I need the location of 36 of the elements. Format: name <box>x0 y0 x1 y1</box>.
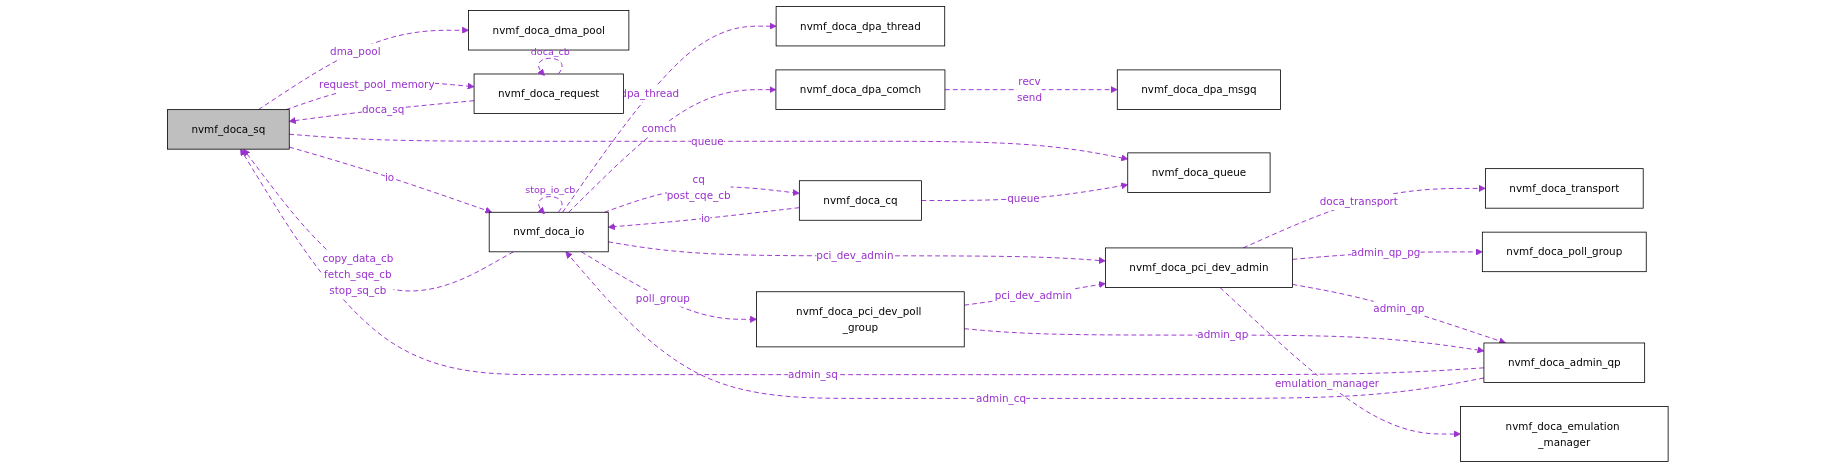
edge-label: admin_qp_pg <box>1350 246 1421 259</box>
edge-label: queue <box>690 135 724 148</box>
node-box: nvmf_doca_admin_qp <box>1483 342 1645 383</box>
edge-label: poll_group <box>635 292 690 305</box>
edge-label: pci_dev_admin <box>816 249 894 262</box>
node-box: nvmf_doca_dpa_thread <box>775 6 945 47</box>
edge-label: admin_qp <box>1197 328 1248 341</box>
edge-label: copy_data_cb fetch_sqe_cb stop_sq_cb <box>322 252 394 296</box>
edge-label: request_pool_memory <box>318 78 435 91</box>
node-box: nvmf_doca_poll_group <box>1481 231 1647 273</box>
node-box: nvmf_doca_pci_dev_admin <box>1104 247 1293 288</box>
node-box: nvmf_doca_cq <box>798 180 922 221</box>
edge-label: io <box>384 171 394 184</box>
node-box: nvmf_doca_dpa_msgq <box>1116 69 1281 110</box>
edge-label: admin_qp <box>1373 302 1424 315</box>
edge-label: doca_transport <box>1319 195 1398 208</box>
edge-label: dma_pool <box>329 45 381 58</box>
node-box: nvmf_doca_io <box>488 211 609 253</box>
edge-label: pci_dev_admin <box>994 289 1072 302</box>
node-box: nvmf_doca_sq <box>166 109 290 150</box>
node-box: nvmf_doca_transport <box>1484 168 1644 209</box>
node-box: nvmf_doca_emulation _manager <box>1459 406 1669 462</box>
edge-label: stop_io_cb <box>524 184 576 196</box>
node-box: nvmf_doca_request <box>473 73 624 114</box>
edge-label: io <box>700 212 710 225</box>
edge-label: cq post_cqe_cb <box>666 173 731 202</box>
edge-label: comch <box>641 122 677 135</box>
node-box: nvmf_doca_pci_dev_poll _group <box>755 291 965 348</box>
node-box: nvmf_doca_queue <box>1127 152 1271 193</box>
node-box: nvmf_doca_dpa_comch <box>775 69 946 110</box>
edge-label: doca_sq <box>361 103 404 116</box>
edge-label: recv send <box>1016 75 1042 104</box>
edge-label: queue <box>1006 192 1040 205</box>
edge-label: emulation_manager <box>1274 377 1379 390</box>
edge-label: admin_sq <box>787 368 838 381</box>
edge-label: admin_cq <box>975 392 1026 405</box>
